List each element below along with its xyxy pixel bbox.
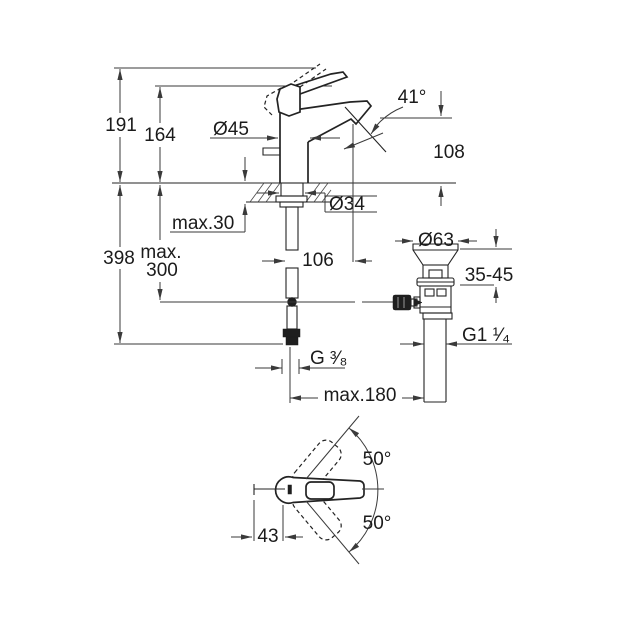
dim-398: 398: [103, 185, 135, 343]
dim-max300-label-line2: 300: [146, 260, 178, 281]
dim-dia63-label: Ø63: [418, 230, 454, 251]
dim-41deg-label: 41°: [398, 87, 427, 108]
dim-g1-14: G1 ¹⁄₄: [400, 325, 512, 347]
dim-106: 106: [262, 124, 372, 271]
flow-direction-arrow: [343, 132, 384, 150]
dim-191-label: 191: [105, 115, 137, 136]
dim-35-45: 35-45: [460, 229, 513, 303]
dims-handle: 50° 50° 43: [231, 449, 391, 547]
spout-outline: [279, 100, 373, 143]
lever-raised-position-dashed: [263, 63, 327, 116]
dim-dia34-label: Ø34: [329, 194, 365, 215]
dim-43: 43: [231, 500, 303, 547]
dim-max30-label: max.30: [172, 213, 234, 234]
dim-max30: max.30: [170, 157, 248, 234]
dim-164-label: 164: [144, 125, 176, 146]
supply-hose-upper: [285, 206, 299, 251]
dim-max180: max.180: [289, 347, 424, 406]
popup-actuator-tab: [262, 147, 280, 156]
dim-dia45-label: Ø45: [213, 119, 249, 140]
dim-max180-label: max.180: [324, 385, 397, 406]
supply-hose-mid: [285, 267, 299, 299]
dim-50deg-down-label: 50°: [363, 513, 392, 534]
dim-dia45: Ø45: [210, 119, 340, 141]
dim-398-label: 398: [103, 248, 135, 269]
dim-g1-14-label: G1 ¹⁄₄: [462, 325, 510, 346]
hose-nut: [282, 328, 301, 338]
dim-43-label: 43: [257, 526, 278, 547]
dims-left: 191 164 398 max. 300: [103, 67, 332, 345]
dim-106-label: 106: [302, 250, 334, 271]
swing-angle-arc: [348, 427, 379, 553]
handle-plan-outline: [274, 476, 365, 504]
dim-50deg-up-label: 50°: [363, 449, 392, 470]
dim-108: 108: [380, 91, 465, 206]
dim-41deg: 41°: [370, 87, 427, 135]
supply-hose-lower: [286, 305, 298, 330]
dim-108-label: 108: [433, 142, 465, 163]
dim-dia34: Ø34: [257, 190, 377, 215]
handle-grip-hole: [305, 481, 335, 500]
dim-g-38-label: G ³⁄₈: [310, 348, 347, 369]
dim-max300-label-line1: max.: [140, 242, 181, 263]
dim-g-38: G ³⁄₈: [255, 348, 347, 374]
dim-dia63: Ø63: [395, 230, 477, 251]
handle-knuckle: [276, 83, 301, 117]
dim-164: 164: [144, 87, 176, 182]
rod-knob: [392, 294, 412, 311]
dim-35-45-label: 35-45: [465, 265, 514, 286]
waste-assembly: [412, 243, 459, 403]
handle-top-view: [253, 415, 384, 565]
dim-max300: max. 300: [140, 185, 182, 300]
threaded-shank: [280, 182, 304, 197]
dim-191: 191: [105, 69, 137, 182]
